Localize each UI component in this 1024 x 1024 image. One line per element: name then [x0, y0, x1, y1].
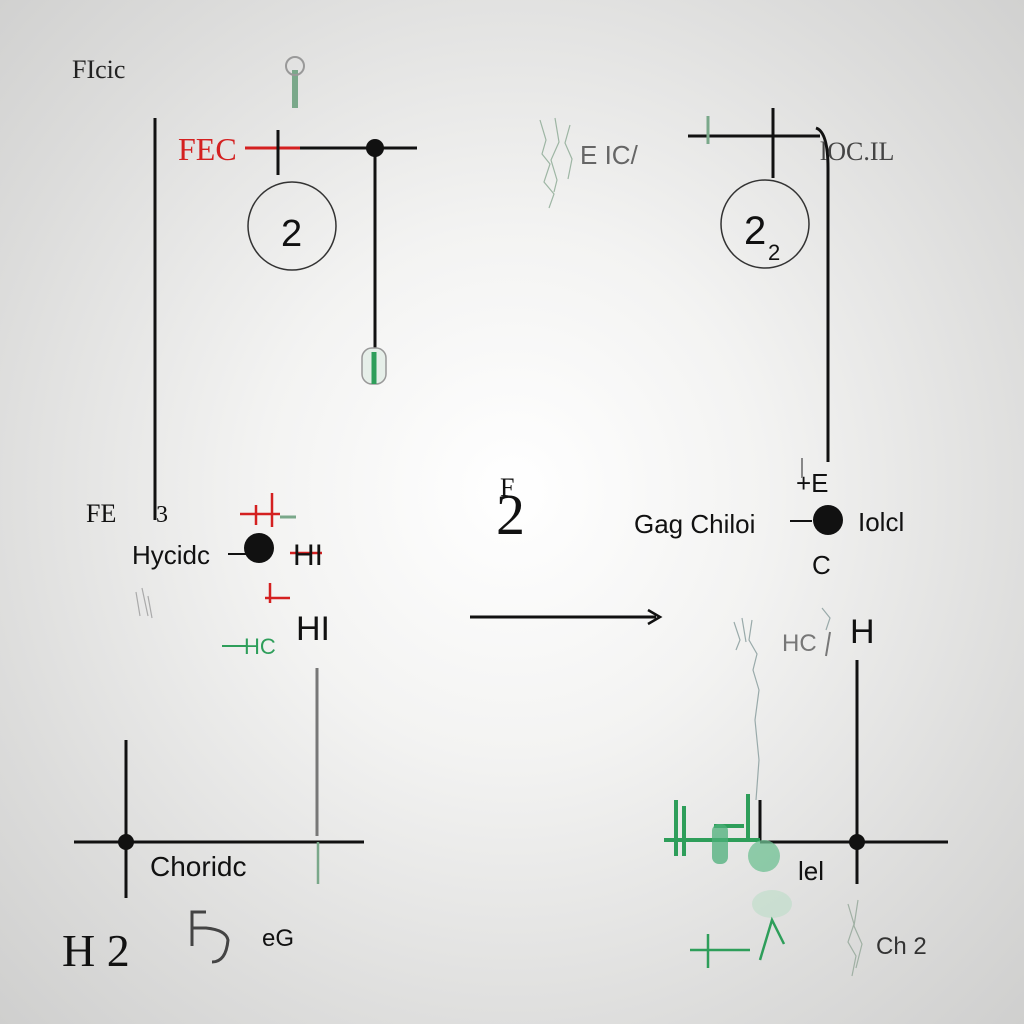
faint-scribble-top [539, 117, 573, 209]
hc-green-label: HC [244, 634, 276, 659]
hic-right-label: HC [782, 630, 817, 657]
gag-chiloi-label: Gag Chiloi [634, 509, 755, 539]
top-right-label: lOC.IL [820, 137, 894, 166]
faint-scribble-right [733, 607, 831, 801]
h2-label: H 2 [62, 925, 130, 976]
red-marks-left [240, 493, 322, 603]
right-circle [720, 179, 810, 269]
choridc-label: Choridc [150, 851, 246, 882]
hi-left-label: HI [293, 539, 323, 572]
green-lower-marks [690, 916, 786, 968]
left-mid-node [244, 533, 274, 563]
faint-scribble-left [135, 587, 153, 619]
right-mid-node [813, 505, 843, 535]
hic-right-tick [825, 631, 831, 657]
bracket-glyph [190, 910, 230, 964]
c-label: C [812, 550, 831, 580]
faint-scribble-bottom-right [847, 899, 863, 977]
bottom-right-node [849, 834, 865, 850]
green-blob-faint [752, 890, 792, 918]
eg-label: eG [262, 925, 294, 952]
ch2-label: Ch 2 [876, 933, 927, 960]
three-label: 3 [156, 502, 168, 528]
left-circle [247, 181, 337, 271]
h-right-label: H [850, 613, 875, 651]
green-pin-head [285, 56, 305, 76]
fe-label: FE [86, 499, 116, 528]
top-left-title: FIcic [72, 55, 125, 84]
center-superscript: F [500, 473, 514, 502]
center-two: 2 [496, 482, 525, 547]
iel-label: lel [798, 856, 824, 886]
faint-top-label: E IC/ [580, 140, 639, 170]
arrow-right-icon [647, 608, 663, 626]
green-bulb-right [712, 824, 728, 864]
right-circle-number: 2 [744, 209, 766, 253]
iolcl-label: Iolcl [858, 507, 904, 537]
green-blob [748, 840, 780, 872]
hl-mid-label: HI [296, 610, 330, 648]
left-circle-number: 2 [281, 213, 302, 255]
hycidc-label: Hycidc [132, 540, 210, 570]
plus-e-label: +E [796, 468, 829, 498]
bottom-left-node [118, 834, 134, 850]
fec-red-label: FEC [178, 131, 237, 167]
right-circle-subscript: 2 [768, 240, 780, 265]
top-right-hook [815, 126, 830, 462]
